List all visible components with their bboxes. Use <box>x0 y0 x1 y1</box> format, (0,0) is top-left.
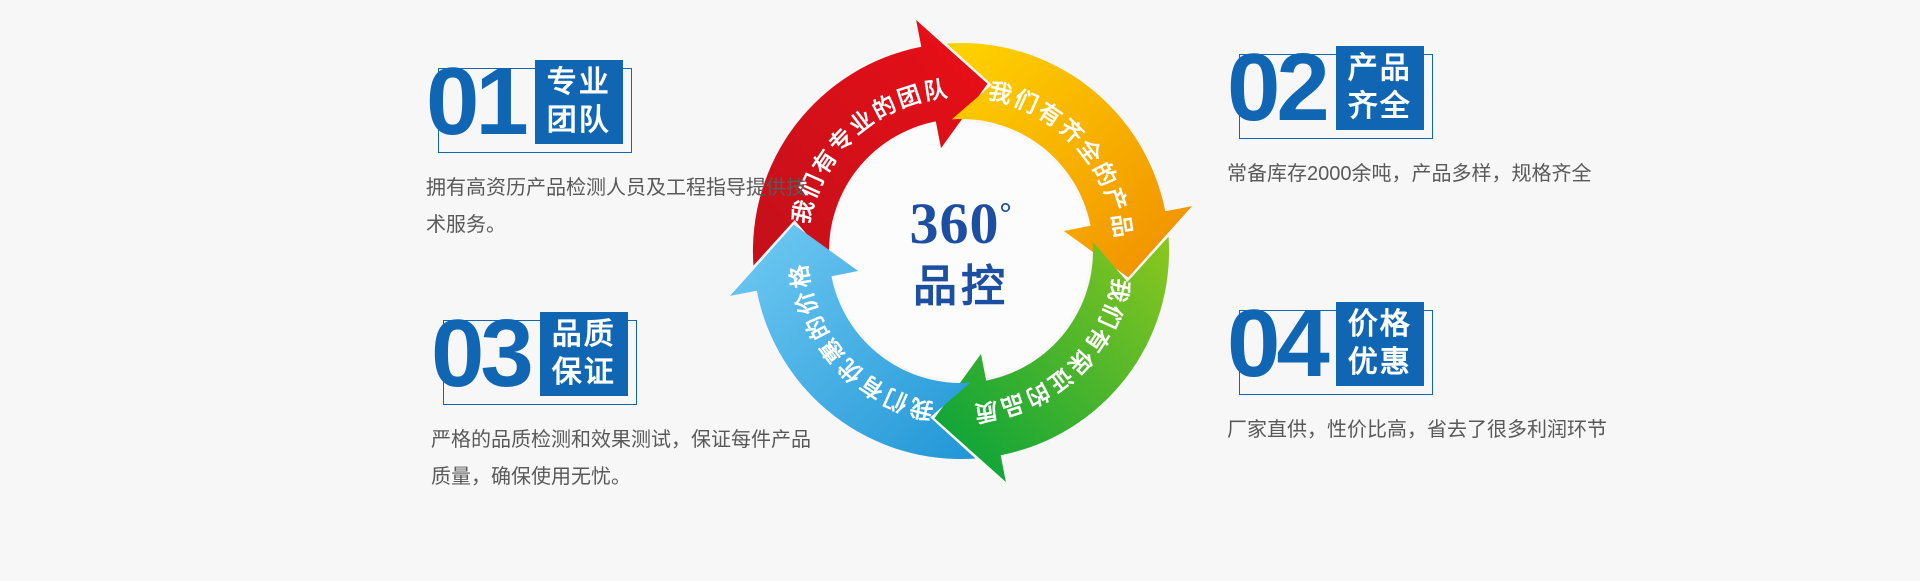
center-label: 品控 <box>913 262 1009 311</box>
feature-04-title-line2: 优惠 <box>1347 346 1412 379</box>
quality-ring-diagram: 我们有专业的团队 我们有齐全的产品 我们有保证的品质 我们有优惠的价格 <box>730 20 1192 482</box>
feature-04-description: 厂家直供，性价比高，省去了很多利润环节 <box>1227 419 1607 441</box>
feature-03-title-line1: 品质 <box>551 318 616 351</box>
feature-03-title-line2: 保证 <box>551 356 616 389</box>
ring-center-disc <box>831 121 1091 381</box>
feature-01-description: 拥有高资历产品检测人员及工程指导提供技术服务。 <box>426 177 806 236</box>
feature-01-head: 01 专业 团队 <box>426 48 632 155</box>
feature-01-title-line2: 团队 <box>546 104 611 137</box>
feature-04-title-line1: 价格 <box>1347 308 1412 341</box>
feature-04-head: 04 价格 优惠 <box>1227 290 1433 397</box>
center-number: 360° <box>910 195 1013 262</box>
feature-03-description: 严格的品质检测和效果测试，保证每件产品质量，确保使用无忧。 <box>431 429 811 488</box>
center-badge: 360° 品控 <box>910 195 1013 312</box>
feature-block-02: 02 产品 齐全 常备库存2000余吨，产品多样，规格齐全 <box>1227 34 1592 193</box>
feature-04-title-box: 价格 优惠 <box>1335 302 1424 386</box>
feature-01-title-box: 专业 团队 <box>534 60 623 144</box>
feature-block-03: 03 品质 保证 严格的品质检测和效果测试，保证每件产品质量，确保使用无忧。 <box>431 300 819 496</box>
degree-symbol: ° <box>999 197 1013 230</box>
feature-block-04: 04 价格 优惠 厂家直供，性价比高，省去了很多利润环节 <box>1227 290 1607 449</box>
feature-01-title-line1: 专业 <box>546 66 611 99</box>
feature-03-number: 03 <box>431 300 534 407</box>
feature-02-title-line1: 产品 <box>1347 52 1412 85</box>
feature-03-head: 03 品质 保证 <box>431 300 637 407</box>
feature-01-number: 01 <box>426 48 529 155</box>
feature-04-number: 04 <box>1227 290 1330 397</box>
feature-block-01: 01 专业 团队 拥有高资历产品检测人员及工程指导提供技术服务。 <box>426 48 814 244</box>
feature-02-head: 02 产品 齐全 <box>1227 34 1433 141</box>
feature-02-title-box: 产品 齐全 <box>1335 46 1424 130</box>
feature-03-title-box: 品质 保证 <box>539 312 628 396</box>
promo-banner: 我们有专业的团队 我们有齐全的产品 我们有保证的品质 我们有优惠的价格 360°… <box>426 20 1607 496</box>
feature-02-title-line2: 齐全 <box>1347 90 1412 123</box>
center-number-text: 360 <box>909 191 1000 256</box>
feature-02-number: 02 <box>1227 34 1330 141</box>
feature-02-description: 常备库存2000余吨，产品多样，规格齐全 <box>1227 163 1592 185</box>
